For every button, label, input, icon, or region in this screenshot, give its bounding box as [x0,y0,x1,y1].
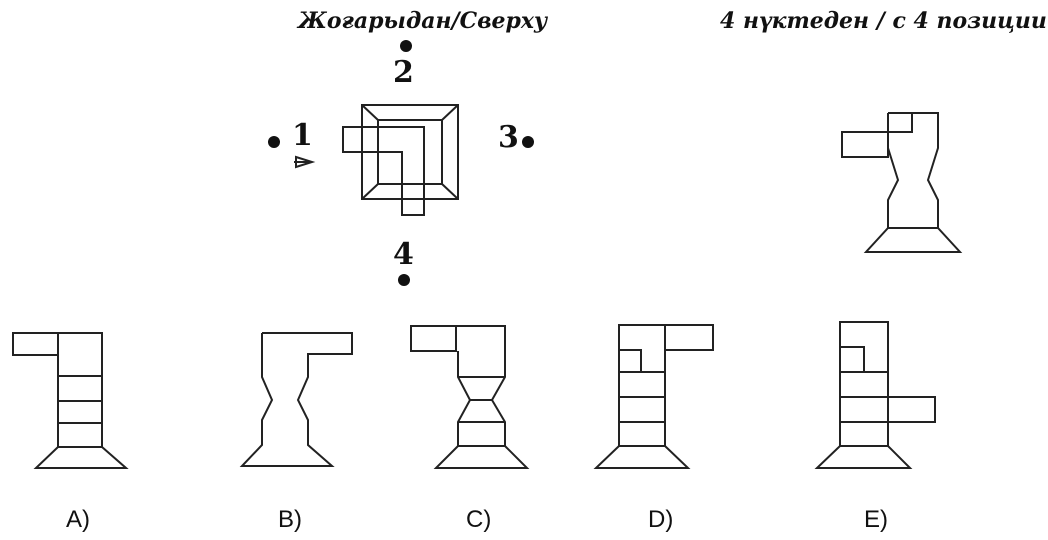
body [57,332,103,448]
ref-base [863,227,963,253]
base [33,446,129,469]
step [840,346,865,372]
base [593,445,691,469]
option-e-label[interactable]: E) [864,506,888,533]
roof-edge [441,183,459,200]
viewpoint-3-label: 3 [498,120,519,155]
option-d-figure [593,324,714,469]
roof-edge [361,183,379,200]
arm [664,324,714,351]
top-view-heading: Жоғарыдан/Сверху [298,8,548,34]
viewpoint-4-label: 4 [393,237,414,272]
viewpoint-3-dot [522,136,534,148]
roof-edge [441,104,459,121]
t-block [378,126,425,216]
option-b-figure [239,332,353,467]
body [239,332,353,467]
arm [887,396,936,423]
option-c-label[interactable]: C) [466,506,492,533]
arm [410,325,457,352]
option-a-label[interactable]: A) [66,506,90,533]
ref-arm [841,131,889,158]
viewpoint-2-dot [400,40,412,52]
arm [12,332,59,356]
viewpoint-4-dot [398,274,410,286]
step [619,349,642,372]
body [456,325,506,447]
positions-heading: 4 нүктеден / с 4 позиции [720,8,1047,34]
option-e-figure [814,321,936,469]
base [814,445,913,469]
reference-figure [841,112,963,253]
base [433,445,530,469]
body [618,324,666,447]
option-a-figure [12,332,129,469]
top-view-figure [268,40,534,286]
viewpoint-1-dot [268,136,280,148]
body [839,321,889,447]
viewpoint-2-label: 2 [393,55,414,90]
option-c-figure [410,325,530,469]
left-arm [342,126,379,153]
viewpoint-1-label: 1 [292,118,313,153]
option-d-label[interactable]: D) [648,506,674,533]
ref-top-step [888,113,913,133]
option-b-label[interactable]: B) [278,506,302,533]
roof-edge [361,104,379,121]
